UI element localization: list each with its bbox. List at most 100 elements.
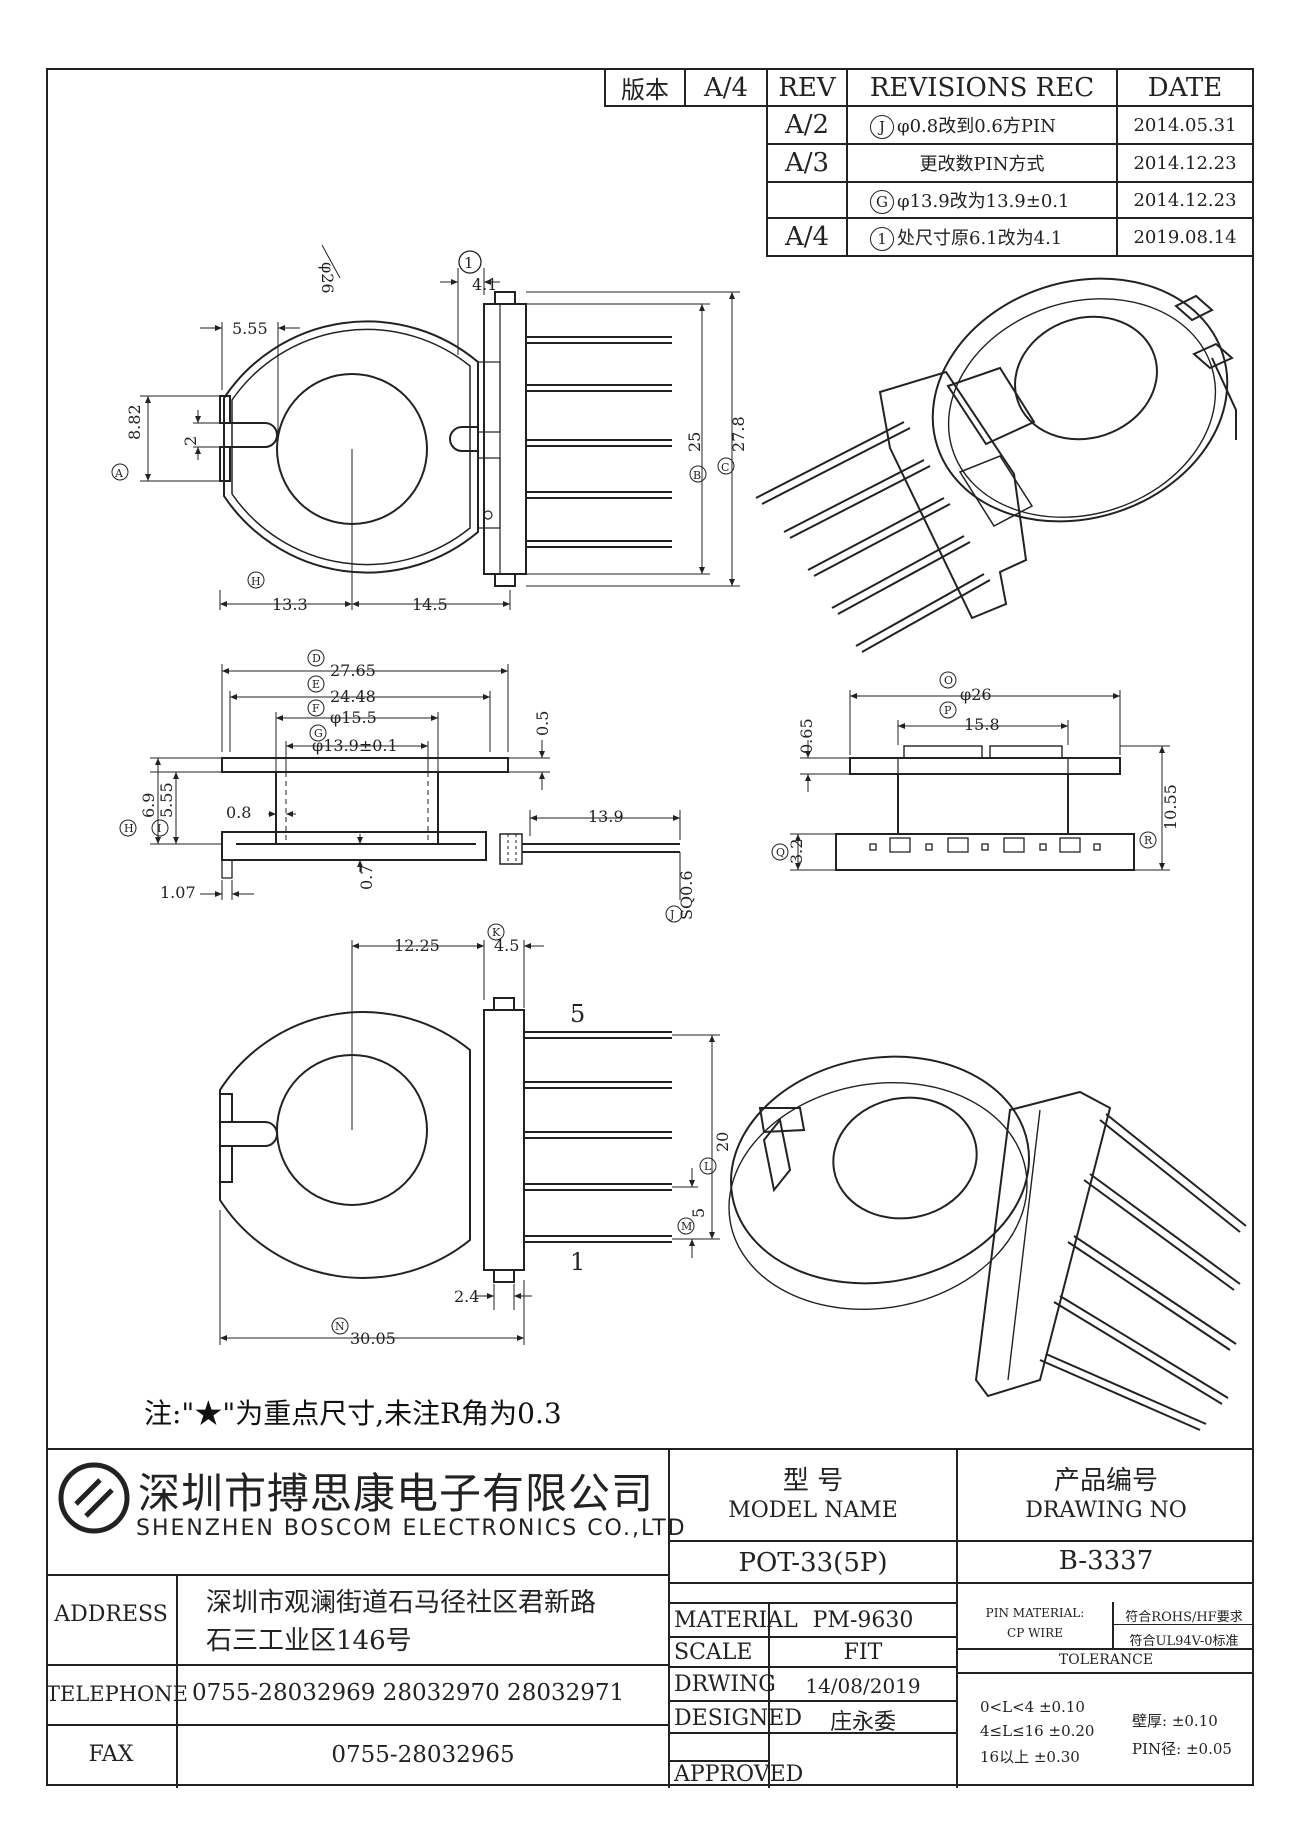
mark-l: L <box>704 1160 712 1173</box>
fax-value: 0755-28032965 <box>331 1742 515 1768</box>
rev-a3: A/3 <box>766 143 848 183</box>
tolerance-label: TOLERANCE <box>1058 1652 1154 1668</box>
note-text: 注:"★"为重点尺寸,未注R角为0.3 <box>144 1397 562 1430</box>
dim-2-4: 2.4 <box>454 1287 479 1306</box>
model-value: POT-33(5P) <box>738 1548 888 1578</box>
dim-20: 20 <box>713 1132 732 1152</box>
company-logo-icon <box>58 1462 130 1534</box>
mark-b: B <box>693 469 701 482</box>
dim-4-1: 4.1 <box>472 275 497 294</box>
dim-phi26: φ26 <box>318 262 337 294</box>
drwing-label: DRWING <box>674 1672 776 1697</box>
dim-5-pitch: 5 <box>689 1208 708 1218</box>
dim-phi13-9: φ13.9±0.1 <box>312 736 398 755</box>
dim-phi26-front: φ26 <box>960 685 992 704</box>
version-value: A/4 <box>684 68 768 107</box>
dim-14-5: 14.5 <box>412 595 448 614</box>
mark-g: G <box>870 189 894 214</box>
dim-27-65: 27.65 <box>330 661 376 680</box>
dim-15-8: 15.8 <box>964 715 1000 734</box>
dim-4-5: 4.5 <box>494 936 519 955</box>
date-2: 2014.12.23 <box>1116 143 1254 183</box>
dim-13-3: 13.3 <box>272 595 308 614</box>
technical-drawings: φ26 4.1 5.55 8.82 2 25 27.8 13.3 14.5 1 … <box>111 244 1247 1431</box>
mark-c: C <box>721 461 729 474</box>
dim-8-82: 8.82 <box>125 404 144 440</box>
isometric-bottom <box>728 1055 1247 1431</box>
dim-0-8: 0.8 <box>226 803 251 822</box>
rev-text-3: φ13.9改为13.9±0.1 <box>897 190 1070 212</box>
mark-o: O <box>944 674 953 687</box>
dim-5-55: 5.55 <box>232 319 268 338</box>
address-line-2: 石三工业区146号 <box>206 1626 412 1656</box>
drawing-label-en: DRAWING NO <box>1025 1498 1187 1523</box>
version-label: 版本 <box>604 68 686 107</box>
mark-f: F <box>312 702 320 715</box>
dimension-labels: φ26 4.1 5.55 8.82 2 25 27.8 13.3 14.5 1 … <box>114 254 1180 1348</box>
date-3: 2014.12.23 <box>1116 181 1254 219</box>
mark-g-side: G <box>314 727 323 740</box>
scale-label: SCALE <box>674 1640 753 1665</box>
material-value: PM-9630 <box>812 1608 914 1633</box>
company-name-en: SHENZHEN BOSCOM ELECTRONICS CO.,LTD <box>136 1516 687 1541</box>
approved-label: APPROVED <box>674 1762 804 1787</box>
address-line-1: 深圳市观澜街道石马径社区君新路 <box>206 1588 597 1618</box>
dim-27-8: 27.8 <box>729 416 748 452</box>
material-label: MATERIAL <box>674 1608 798 1633</box>
tol-line-1: 0<L<4 ±0.10 <box>980 1698 1085 1716</box>
dim-12-25: 12.25 <box>394 936 440 955</box>
mark-n: N <box>335 1320 345 1333</box>
mark-e: E <box>312 678 320 691</box>
mark-j: J <box>870 114 894 139</box>
dim-0-65: 0.65 <box>797 718 816 754</box>
date-1: 2014.05.31 <box>1116 105 1254 145</box>
side-view <box>119 649 683 923</box>
tol-line-2: 4≤L≤16 ±0.20 <box>980 1722 1095 1740</box>
mark-j-side: J <box>669 908 674 921</box>
date-header: DATE <box>1116 68 1254 107</box>
mark-i: I <box>157 822 161 835</box>
wall-tolerance: 壁厚: ±0.10 <box>1132 1712 1218 1730</box>
rev-text-4: 处尺寸原6.1改为4.1 <box>897 227 1063 249</box>
dim-1-07: 1.07 <box>160 883 196 902</box>
address-label: ADDRESS <box>54 1602 168 1627</box>
company-name-cn: 深圳市搏思康电子有限公司 <box>138 1469 655 1518</box>
pin-material-value: CP WIRE <box>1007 1626 1063 1640</box>
pin-5-label: 5 <box>570 1000 585 1028</box>
bottom-view <box>219 923 720 1345</box>
rev-header: REV <box>766 68 848 107</box>
model-label-en: MODEL NAME <box>728 1498 898 1523</box>
drawing-value: B-3337 <box>1058 1546 1154 1576</box>
pin-material-label: PIN MATERIAL: <box>985 1606 1085 1620</box>
mark-r: R <box>1144 834 1153 847</box>
isometric-top <box>755 277 1237 653</box>
fax-label: FAX <box>88 1742 134 1767</box>
mark-h: H <box>124 822 134 835</box>
dim-25: 25 <box>685 432 704 452</box>
title-block: 深圳市搏思康电子有限公司 SHENZHEN BOSCOM ELECTRONICS… <box>46 1448 1254 1788</box>
dim-3-2: 3.2 <box>787 839 806 864</box>
dim-2: 2 <box>181 436 200 446</box>
dim-0-7: 0.7 <box>357 865 376 890</box>
dim-30-05: 30.05 <box>350 1329 396 1348</box>
model-label-cn: 型 号 <box>782 1466 844 1496</box>
dim-sq0-6: SQ0.6 <box>677 870 696 920</box>
designed-label: DESIGNED <box>674 1706 802 1731</box>
mark-one: 1 <box>464 254 474 272</box>
rev-empty <box>766 181 848 219</box>
rev-text-2: 更改数PIN方式 <box>846 143 1118 183</box>
drwing-value: 14/08/2019 <box>805 1674 921 1698</box>
rev-text-1: φ0.8改到0.6方PIN <box>897 115 1056 137</box>
mark-d: D <box>312 652 321 665</box>
telephone-value: 0755-28032969 28032970 28032971 <box>192 1680 625 1706</box>
dim-10-55: 10.55 <box>1161 784 1180 830</box>
rohs-note: 符合ROHS/HF要求 <box>1125 1610 1243 1625</box>
pin-1-label: 1 <box>570 1248 585 1276</box>
date-4: 2019.08.14 <box>1116 217 1254 257</box>
drawing-label-cn: 产品编号 <box>1053 1466 1158 1496</box>
mark-h-top: H <box>251 575 261 588</box>
dim-24-48: 24.48 <box>330 687 376 706</box>
